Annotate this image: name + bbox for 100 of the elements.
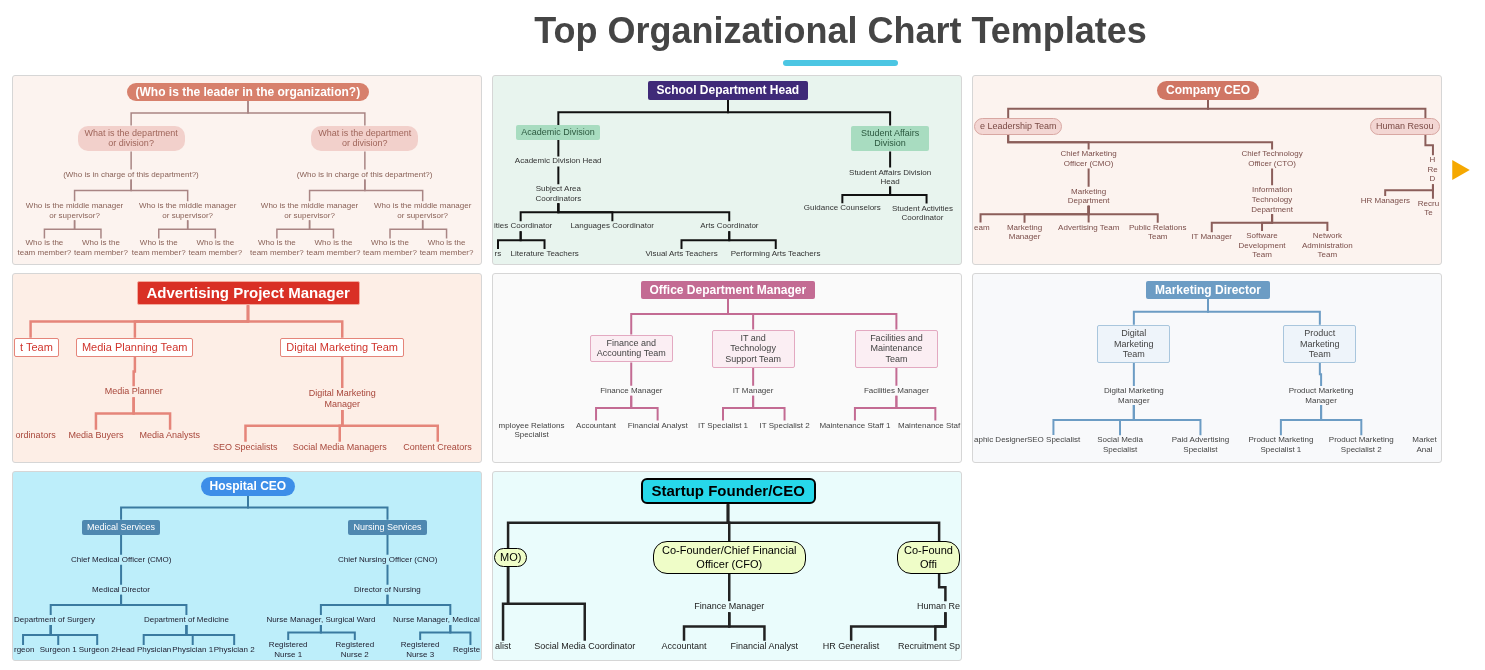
- role-label: Social Media Specialist: [1091, 435, 1149, 455]
- role-label: Registered Nurse 3: [397, 640, 443, 660]
- connector-line: [73, 219, 102, 240]
- top-role-box: (Who is the leader in the organization?): [126, 82, 370, 101]
- role-label: Who is the middle manager or supervisor?: [256, 201, 363, 221]
- connector-line: [130, 150, 132, 171]
- role-label: Literature Teachers: [510, 248, 579, 259]
- team-box: Digital Marketing Team: [1097, 324, 1171, 364]
- role-label: Product Marketing Specialist 1: [1244, 435, 1318, 455]
- role-label: SEO Specialist: [1026, 434, 1081, 445]
- role-label: Recru Te: [1417, 198, 1440, 218]
- connector-line: [727, 297, 898, 331]
- connector-line: [246, 305, 344, 338]
- role-label: Nurse Manager, Medical: [393, 614, 480, 625]
- role-label: Nurse Manager, Surgical Ward: [266, 614, 376, 625]
- connector-line: [364, 150, 366, 171]
- team-box: e Leadership Team: [974, 118, 1063, 135]
- connector-line: [386, 533, 389, 556]
- role-label: Academic Division Head: [514, 156, 602, 166]
- role-label: Maintenance Staff 1: [819, 420, 891, 431]
- connector-line: [937, 573, 947, 602]
- connector-line: [557, 202, 731, 223]
- connector-line: [1087, 204, 1159, 224]
- role-label: Surgeon 1: [39, 644, 77, 655]
- org-chart-card: [492, 471, 962, 661]
- role-label: Media Planner: [104, 386, 163, 398]
- role-label: SEO Specialists: [213, 441, 278, 453]
- role-label: mployee Relations Specialist: [494, 420, 569, 440]
- role-label: Chief Technology Officer (CTO): [1240, 149, 1304, 169]
- connector-line: [889, 185, 928, 205]
- connector-line: [726, 504, 941, 542]
- team-box: Medical Services: [82, 519, 161, 535]
- connector-line: [895, 366, 898, 387]
- role-label: Social Media Coordinator: [534, 640, 636, 652]
- connector-line: [1207, 98, 1427, 119]
- connector-line: [557, 139, 560, 158]
- connector-line: [727, 98, 892, 127]
- role-label: Who is the middle manager or supervisor?: [134, 201, 241, 221]
- role-label: ities Coordinator: [494, 221, 553, 231]
- role-label: eam: [974, 222, 990, 233]
- connector-line: [386, 593, 452, 616]
- team-box: Academic Division: [516, 125, 600, 140]
- role-label: Facilities Manager: [863, 385, 929, 396]
- connector-line: [1318, 361, 1323, 387]
- connector-line: [120, 593, 188, 616]
- role-label: HR Generalist: [822, 640, 880, 652]
- role-label: H Re D: [1425, 155, 1440, 185]
- role-label: Who is the team member?: [16, 238, 72, 258]
- connector-line: [186, 219, 217, 240]
- role-label: Registe: [453, 644, 481, 655]
- top-role-box: Marketing Director: [1146, 280, 1271, 299]
- role-label: aphic Designer: [974, 434, 1028, 445]
- connector-line: [1271, 167, 1274, 187]
- role-label: Software Development Team: [1237, 231, 1288, 260]
- role-label: Financial Analyst: [627, 420, 688, 431]
- team-box: Media Planning Team: [75, 337, 194, 358]
- team-box: Nursing Services: [348, 519, 427, 535]
- role-label: Guidance Counselors: [803, 203, 881, 213]
- team-box: MO): [494, 547, 528, 568]
- connector-line: [1271, 213, 1329, 233]
- role-label: rgeon: [14, 644, 35, 655]
- org-chart-card: [12, 75, 482, 265]
- connector-line: [630, 394, 659, 422]
- org-chart-card: [492, 273, 962, 463]
- role-label: Chief Marketing Officer (CMO): [1057, 149, 1121, 169]
- connector-line: [247, 99, 366, 127]
- role-label: Chief Nursing Officer (CNO): [338, 554, 438, 565]
- team-box: Facilities and Maintenance Team: [854, 329, 938, 368]
- role-label: Digital Marketing Manager: [304, 388, 380, 410]
- team-box: t Team: [14, 337, 59, 358]
- connector-line: [132, 356, 137, 387]
- connector-line: [630, 361, 633, 387]
- role-label: Languages Coordinator: [570, 221, 654, 231]
- team-box: Student Affairs Division: [851, 125, 930, 152]
- connector-line: [1132, 403, 1202, 437]
- org-chart-card: [972, 75, 1442, 265]
- role-label: rs: [494, 248, 502, 259]
- role-label: Medical Director: [92, 584, 150, 595]
- role-label: Who is the team member?: [362, 238, 418, 258]
- connector-line: [364, 178, 424, 202]
- top-role-box: Advertising Project Manager: [136, 281, 360, 306]
- role-label: Registered Nurse 2: [332, 640, 378, 660]
- role-label: Advertising Team: [1058, 222, 1120, 233]
- role-label: Who is the team member?: [73, 238, 129, 258]
- role-label: Content Creators: [403, 441, 472, 453]
- role-label: Product Marketing Manager: [1283, 385, 1359, 406]
- role-label: Marketing Department: [1060, 186, 1118, 206]
- role-label: Media Analysts: [139, 429, 201, 441]
- team-box: Co-Found Offi: [897, 541, 960, 574]
- team-box: Digital Marketing Team: [280, 337, 404, 358]
- role-label: Who is the team member?: [305, 238, 361, 258]
- connector-line: [308, 219, 335, 240]
- role-label: Who is the team member?: [249, 238, 305, 258]
- role-label: Surgeon 2: [78, 644, 116, 655]
- role-label: IT Specialist 1: [697, 420, 749, 431]
- connector-line: [752, 394, 786, 422]
- role-label: Information Technology Department: [1243, 185, 1301, 215]
- connector-line: [728, 612, 766, 641]
- connector-line: [728, 230, 777, 250]
- role-label: Who is the middle manager or supervisor?: [21, 201, 128, 221]
